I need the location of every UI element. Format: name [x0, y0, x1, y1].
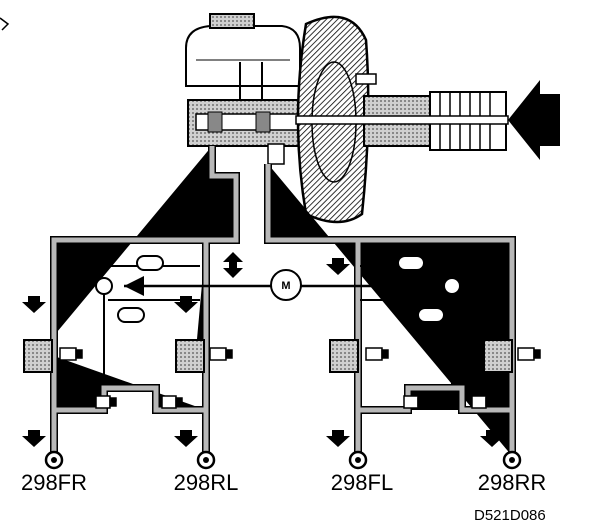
inlet-valve-rr [483, 339, 513, 373]
figure-reference: D521D086 [474, 507, 546, 524]
master-cylinder-assembly [185, 13, 560, 224]
inlet-valve-rl [175, 339, 205, 373]
wheel-label-fl: 298FL [331, 470, 393, 495]
down-arrow-fr-lower [22, 430, 46, 447]
updown-arrow-circuit-a [200, 200, 220, 228]
inlet-valve-fr [23, 339, 53, 373]
solenoid-valves [23, 339, 513, 373]
check-valve-left [95, 277, 113, 295]
reservoir-cap [209, 13, 255, 29]
wheel-label-rr: 298RR [478, 470, 546, 495]
down-arrow-fr-upper [22, 296, 46, 313]
updown-arrow-return [223, 252, 243, 278]
down-arrow-fl-lower [326, 430, 350, 447]
inlet-valve-fl [329, 339, 359, 373]
pedal-force-arrow [508, 80, 560, 160]
wheel-label-rl: 298RL [174, 470, 239, 495]
down-arrow-rr-lower [480, 430, 504, 447]
flow-arrows [22, 200, 504, 447]
motor-label: M [281, 280, 290, 292]
down-arrow-rl-upper [174, 296, 198, 313]
fluid-reservoir [185, 25, 301, 87]
down-arrow-rr-upper [480, 296, 504, 313]
wheel-label-fr: 298FR [21, 470, 87, 495]
down-arrow-fl-upper [326, 258, 350, 275]
check-valve-right [443, 277, 461, 295]
pump-pistons [117, 255, 445, 323]
valve-solenoid-coils [59, 347, 541, 409]
down-arrow-rl-lower [174, 430, 198, 447]
pushrod [295, 115, 509, 125]
pump-motor: M [270, 269, 302, 301]
down-arrow-circuit-b [274, 208, 298, 225]
wheel-fittings [44, 450, 522, 470]
